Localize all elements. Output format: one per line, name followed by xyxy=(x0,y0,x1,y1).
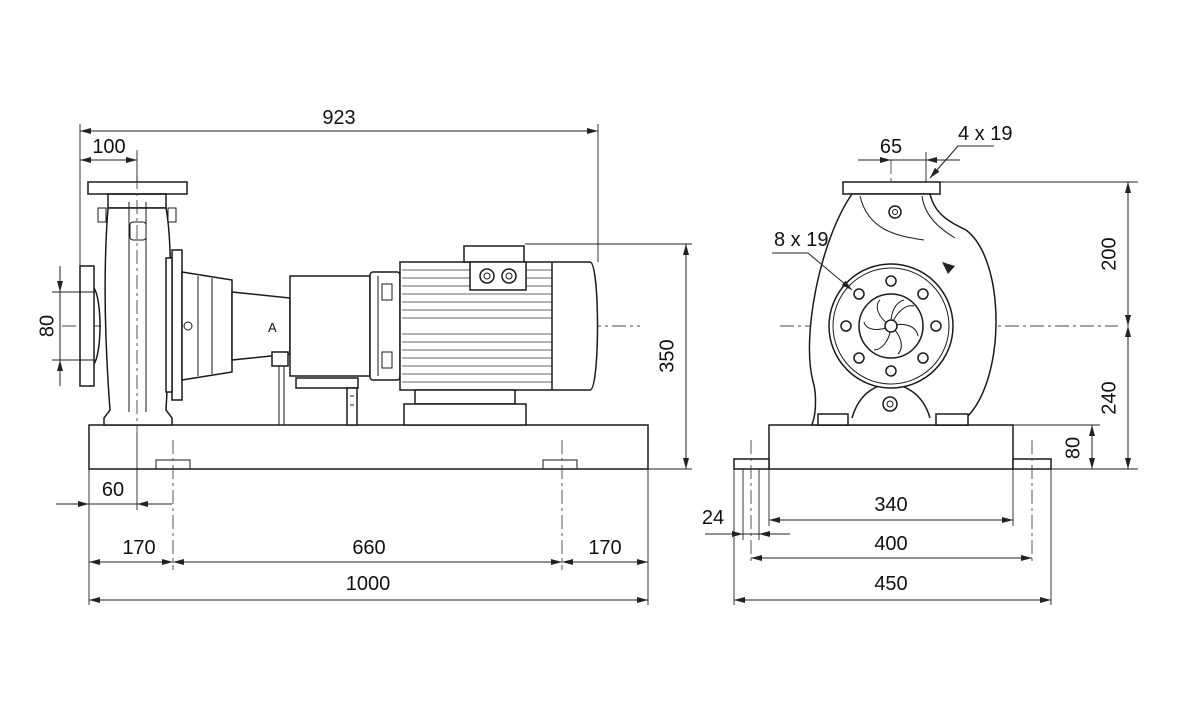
dim-center-height: 240 xyxy=(1098,381,1120,414)
dim-overall-length: 923 xyxy=(322,107,355,129)
dim-base-width: 450 xyxy=(874,573,907,595)
dim-base-height: 80 xyxy=(1062,437,1084,459)
dim-suction-diameter: 80 xyxy=(36,315,58,337)
end-dimensions: 65 4 x 19 8 x 19 200 240 80 xyxy=(702,123,1138,605)
end-base-frame xyxy=(733,424,1052,470)
dim-flange-offset: 100 xyxy=(92,136,125,158)
dim-bolt-hole: 24 xyxy=(702,507,724,529)
dim-bolt-span-inner: 340 xyxy=(874,494,907,516)
side-view: A xyxy=(36,107,692,605)
suction-flange xyxy=(828,263,954,389)
motor xyxy=(289,245,599,426)
base-frame xyxy=(88,424,649,470)
dim-discharge-offset: 65 xyxy=(880,136,902,158)
dim-base-length: 1000 xyxy=(346,573,391,595)
dim-base-right: 170 xyxy=(588,537,621,559)
dim-base-middle: 660 xyxy=(352,537,385,559)
end-view: 65 4 x 19 8 x 19 200 240 80 xyxy=(702,123,1138,605)
impeller xyxy=(863,299,919,355)
dim-base-left: 170 xyxy=(122,537,155,559)
note-discharge-holes: 4 x 19 xyxy=(958,123,1012,145)
svg-text:A: A xyxy=(268,320,277,335)
flange-bolt-holes xyxy=(840,275,942,377)
dim-foot-offset: 60 xyxy=(102,479,124,501)
note-suction-holes: 8 x 19 xyxy=(774,229,828,251)
dim-shaft-height: 350 xyxy=(656,339,678,372)
pump-casing xyxy=(79,175,188,432)
bearing-bracket: A xyxy=(181,271,291,425)
dim-bolt-span: 400 xyxy=(874,533,907,555)
side-dimensions: 923 100 80 350 60 xyxy=(36,107,692,605)
dim-top-height: 200 xyxy=(1098,237,1120,270)
